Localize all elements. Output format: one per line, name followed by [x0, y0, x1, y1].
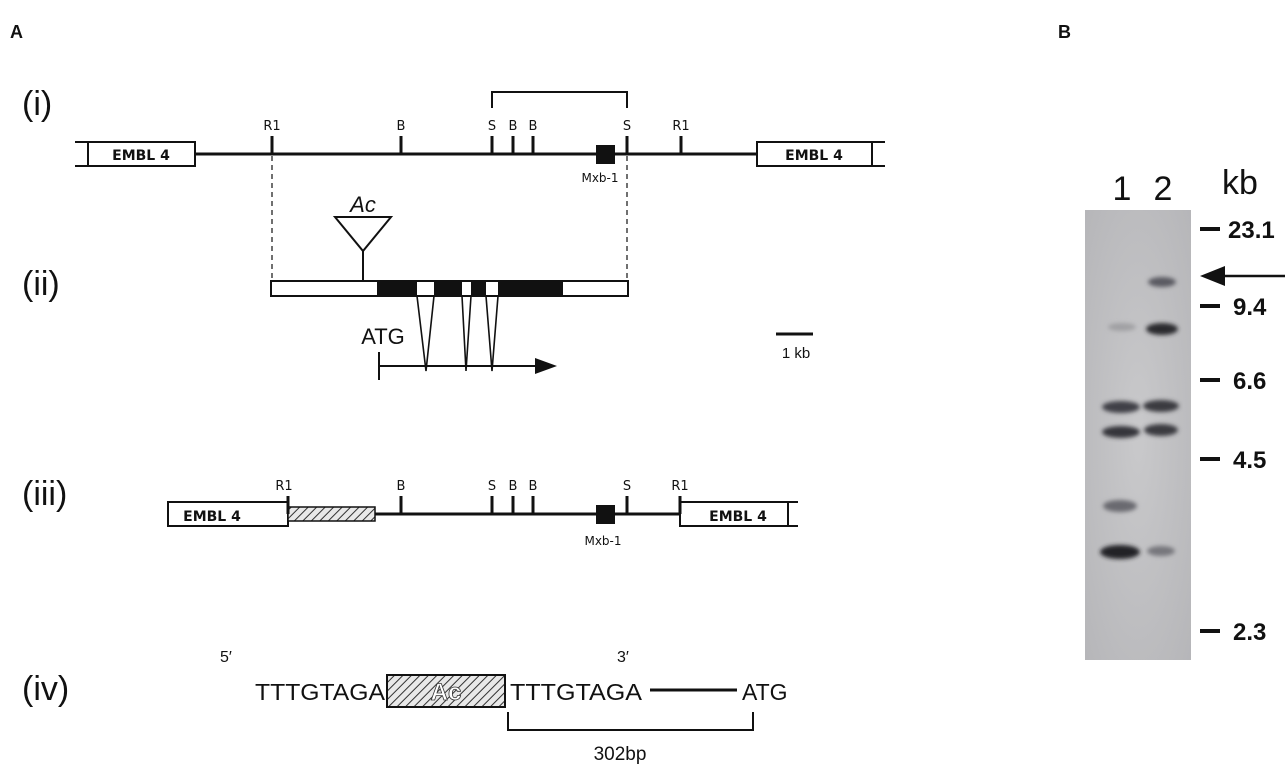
row-i-mxb1-label: Mxb-1 — [581, 171, 618, 185]
marker-label: 6.6 — [1233, 368, 1266, 395]
row-i-vector-right-label: EMBL 4 — [785, 148, 843, 164]
row-iii-site-r1-right: R1 — [671, 479, 688, 494]
row-iv-three-prime: 3′ — [617, 649, 629, 666]
lane-label-1: 1 — [1113, 170, 1132, 208]
row-i-site-s2: S — [623, 119, 631, 134]
lane-1-band — [1100, 545, 1140, 559]
marker-label: 23.1 — [1228, 217, 1275, 244]
row-ii-intron-3 — [486, 296, 498, 371]
unit-label: kb — [1222, 164, 1258, 202]
row-iv-seq-right: TTTGTAGA — [510, 679, 643, 705]
gel-background — [1085, 210, 1191, 660]
row-ii-insertion-label: Ac — [348, 192, 376, 217]
lane-2-band — [1148, 277, 1176, 287]
row-i-site-r1-left: R1 — [263, 119, 280, 134]
row-iii-hatched-segment — [288, 507, 375, 521]
row-i-vector-left-label: EMBL 4 — [112, 148, 170, 164]
row-ii-gene: Ac ATG 1 kb — [271, 192, 813, 380]
row-i-site-b2: B — [509, 119, 518, 134]
row-iv-span-bracket — [508, 712, 753, 730]
lane-1-band — [1102, 401, 1140, 413]
row-iv-span-label: 302bp — [594, 744, 647, 765]
marker-label: 9.4 — [1233, 294, 1267, 321]
row-label-i: (i) — [22, 85, 52, 123]
row-iii-site-b2: B — [509, 479, 518, 494]
lane-2-band — [1146, 323, 1178, 335]
row-i-map: EMBL 4 EMBL 4 R1 B S B B S R1 Mxb-1 — [75, 92, 885, 185]
row-iv-sequence: 5′ 3′ TTTGTAGA Ac TTTGTAGA ATG 302bp — [220, 649, 788, 765]
row-label-ii: (ii) — [22, 265, 60, 303]
marker-label: 4.5 — [1233, 447, 1266, 474]
row-iv-seq-left: TTTGTAGA — [255, 679, 386, 705]
row-iii-map: EMBL 4 EMBL 4 R1 B S B B S R1 Mxb-1 — [168, 479, 798, 548]
arrow-head-icon — [1200, 266, 1225, 286]
row-ii-intron-2 — [462, 296, 471, 371]
lane-label-2: 2 — [1154, 170, 1173, 208]
size-markers: 23.1 9.4 6.6 4.5 2.3 — [1200, 217, 1275, 646]
row-i-site-s1: S — [488, 119, 496, 134]
lane-1-band — [1108, 323, 1136, 331]
gel-image — [1085, 210, 1191, 660]
row-i-fragment-bracket — [492, 92, 627, 108]
row-label-iii: (iii) — [22, 475, 67, 513]
row-i-site-b3: B — [529, 119, 538, 134]
row-iii-site-s2: S — [623, 479, 631, 494]
panel-b-label: B — [1058, 22, 1071, 42]
row-iii-vector-left-label: EMBL 4 — [183, 509, 241, 525]
row-i-mxb1-marker — [596, 145, 615, 164]
row-ii-exon-3 — [471, 281, 486, 296]
row-iii-site-b3: B — [529, 479, 538, 494]
panel-a-label: A — [10, 22, 23, 42]
row-iii-vector-right-label: EMBL 4 — [709, 509, 767, 525]
row-iv-ac-label: Ac — [431, 679, 462, 706]
row-iii-site-b1: B — [397, 479, 406, 494]
row-iii-site-r1-left: R1 — [275, 479, 292, 494]
row-iii-site-s1: S — [488, 479, 496, 494]
scale-bar-label: 1 kb — [782, 345, 810, 362]
lane-2-band — [1143, 400, 1179, 412]
row-ii-exon-4 — [498, 281, 563, 296]
row-i-site-r1-right: R1 — [672, 119, 689, 134]
row-ii-exon-2 — [434, 281, 462, 296]
band-arrow — [1200, 266, 1285, 286]
lane-1-band — [1103, 500, 1137, 512]
row-iv-atg: ATG — [742, 679, 788, 705]
row-label-iv: (iv) — [22, 670, 69, 708]
marker-label: 2.3 — [1233, 619, 1266, 646]
row-ii-atg-label: ATG — [361, 324, 405, 349]
lane-2-band — [1144, 424, 1178, 436]
lane-2-band — [1147, 546, 1175, 556]
row-ii-exon-1 — [377, 281, 417, 296]
row-ii-intron-1 — [417, 296, 434, 371]
row-i-site-b1: B — [397, 119, 406, 134]
row-ii-insertion-triangle — [335, 217, 391, 251]
row-iii-mxb1-marker — [596, 505, 615, 524]
row-iii-mxb1-label: Mxb-1 — [584, 534, 621, 548]
lane-1-band — [1102, 426, 1140, 438]
row-iv-five-prime: 5′ — [220, 649, 232, 666]
